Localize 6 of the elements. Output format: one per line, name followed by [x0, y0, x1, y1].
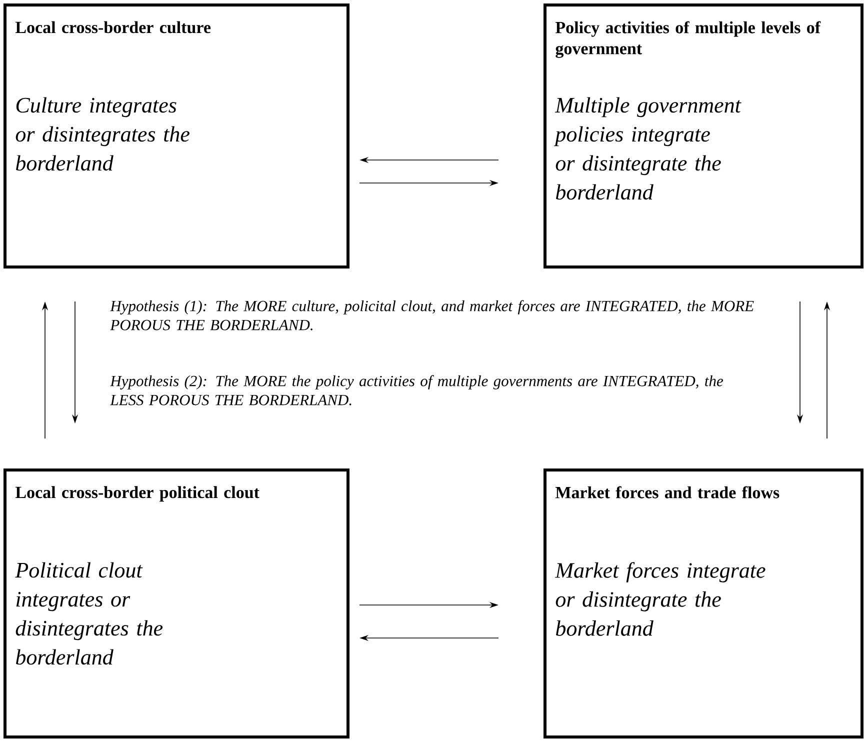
hypothesis-text: Hypothesis (2): The MORE the policy activities of multiple governments are INTEGRATED, the LESS POROUS THE BORDERLAND.: [110, 375, 724, 406]
text-box: Market forces and trade flows Market forces integrate or disintegrate the borderland: [544, 468, 864, 738]
text-box: Local cross-border political clout Political clout integrates or disintegrates the borderland: [4, 468, 350, 738]
hypothesis-text: Hypothesis (1): The MORE culture, policital clout, and market forces are INTEGRATED, the MORE POROUS THE BORDERLAND.: [110, 300, 754, 330]
text-box: Local cross-border culture Culture integrates or disintegrates the borderland: [4, 3, 350, 268]
text-box: Policy activities of multiple levels of government Multiple government policies integrate or disintegrate the borderland: [544, 3, 864, 268]
